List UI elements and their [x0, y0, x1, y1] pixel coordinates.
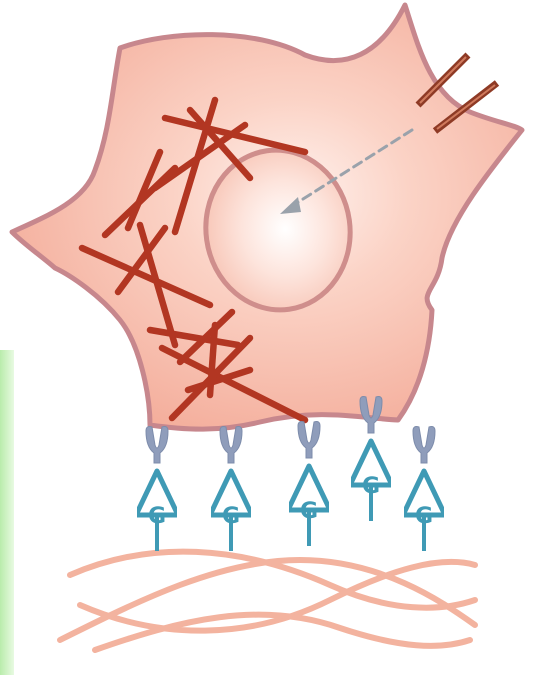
receptor-3-label: G [300, 499, 318, 524]
left-edge-strip [0, 350, 14, 675]
receptor-2: G [210, 427, 252, 552]
receptor-1-label: G [148, 504, 166, 529]
receptor-1: G [136, 427, 178, 552]
receptor-3: G [288, 422, 330, 547]
receptor-5-label: G [415, 504, 433, 529]
receptor-5: G [403, 427, 445, 552]
receptor-4-label: G [362, 474, 380, 499]
receptor-2-label: G [222, 504, 240, 529]
extracellular-matrix [60, 552, 475, 650]
